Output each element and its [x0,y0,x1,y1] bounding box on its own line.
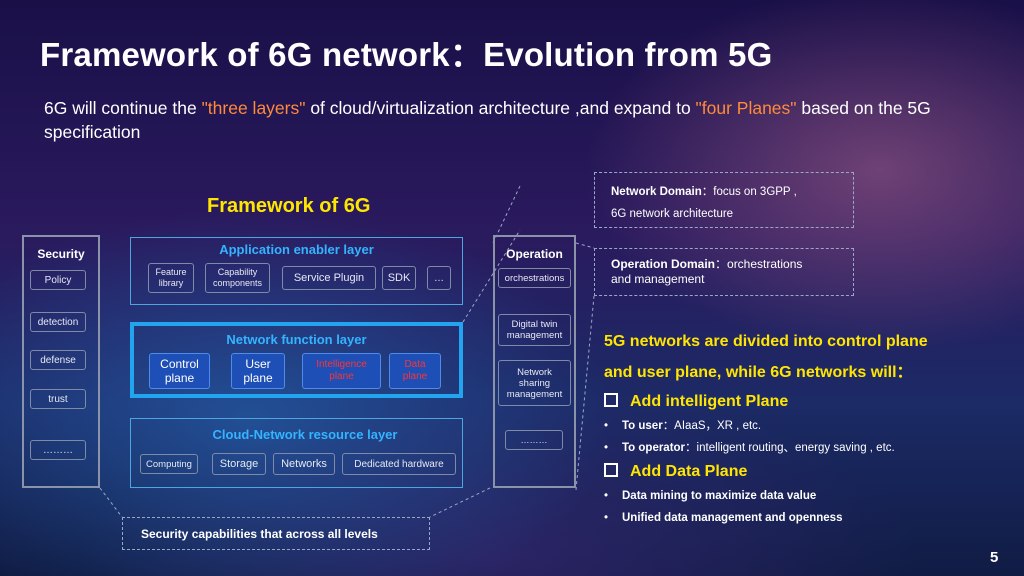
app-item-more: … [427,266,451,290]
checkbox-square-icon [604,393,618,407]
cloud-item-dedicated-hardware: Dedicated hardware [342,453,456,475]
application-layer-label: Application enabler layer [130,242,463,257]
page-number: 5 [990,549,998,566]
bullet-dot-icon: • [604,419,622,433]
bullet-unified-data: •Unified data management and openness [604,511,842,525]
network-function-layer-label: Network function layer [130,332,463,347]
intelligence-plane-box: Intelligence plane [302,353,381,389]
operation-domain-box: Operation Domain：orchestrations and mana… [594,248,854,296]
bullet-dot-icon: • [604,441,622,455]
security-item-defense: defense [30,350,86,370]
user-plane-box: User plane [231,353,285,389]
data-mining-text: Data mining to maximize data value [622,490,816,502]
bullet-dot-icon: • [604,489,622,503]
add-data-plane-text: Add Data Plane [630,463,747,480]
operation-item-orchestrations: orchestrations [498,268,571,288]
connector-security-left [100,488,122,517]
security-title: Security [22,247,100,261]
cloud-layer-label: Cloud-Network resource layer [130,427,480,442]
to-user-text: ：AIaaS，XR , etc. [663,420,761,432]
connector-operation-domain-top [576,243,594,248]
security-item-trust: trust [30,389,86,409]
app-item-sdk: SDK [382,266,416,290]
add-intelligent-plane-text: Add intelligent Plane [630,393,788,410]
checkbox-square-icon [604,463,618,477]
operation-domain-text: ：orchestrations [715,257,802,271]
to-operator-text: ：intelligent routing、energy saving , etc… [685,442,895,454]
to-user-label: To user [622,420,663,432]
operation-item-network-sharing: Network sharing management [498,360,571,406]
add-intelligent-plane: Add intelligent Plane [604,392,788,412]
network-domain-line2: 6G network architecture [611,203,853,225]
operation-item-digital-twin: Digital twin management [498,314,571,346]
cloud-item-storage: Storage [212,453,266,475]
connector-operation-domain-bottom [576,296,594,490]
bullet-data-mining: •Data mining to maximize data value [604,489,816,503]
network-domain-text: ：focus on 3GPP , [702,186,797,198]
control-plane-box: Control plane [149,353,210,389]
operation-domain-label: Operation Domain [611,257,715,271]
cloud-item-networks: Networks [273,453,335,475]
connector-security-right [430,488,490,517]
network-domain-label: Network Domain [611,186,702,198]
operation-title: Operation [493,247,576,261]
app-item-feature-library: Feature library [148,263,194,293]
cloud-item-computing: Computing [140,454,198,474]
network-domain-box: Network Domain：focus on 3GPP , 6G networ… [594,172,854,228]
bullet-to-user: •To user：AIaaS，XR , etc. [604,419,761,433]
right-heading-line2: and user plane, while 6G networks will： [604,363,913,383]
security-capabilities-box: Security capabilities that across all le… [122,517,430,550]
right-heading-line1: 5G networks are divided into control pla… [604,332,928,352]
operation-item-more: ……… [505,430,563,450]
unified-data-text: Unified data management and openness [622,512,842,524]
bullet-to-operator: •To operator：intelligent routing、energy … [604,441,895,455]
add-data-plane: Add Data Plane [604,462,747,482]
data-plane-box: Data plane [389,353,441,389]
operation-domain-line2: and management [611,272,853,287]
security-item-more: ……… [30,440,86,460]
bullet-dot-icon: • [604,511,622,525]
to-operator-label: To operator [622,442,685,454]
app-item-service-plugin: Service Plugin [282,266,376,290]
app-item-capability-components: Capability components [205,263,270,293]
security-item-policy: Policy [30,270,86,290]
security-item-detection: detection [30,312,86,332]
